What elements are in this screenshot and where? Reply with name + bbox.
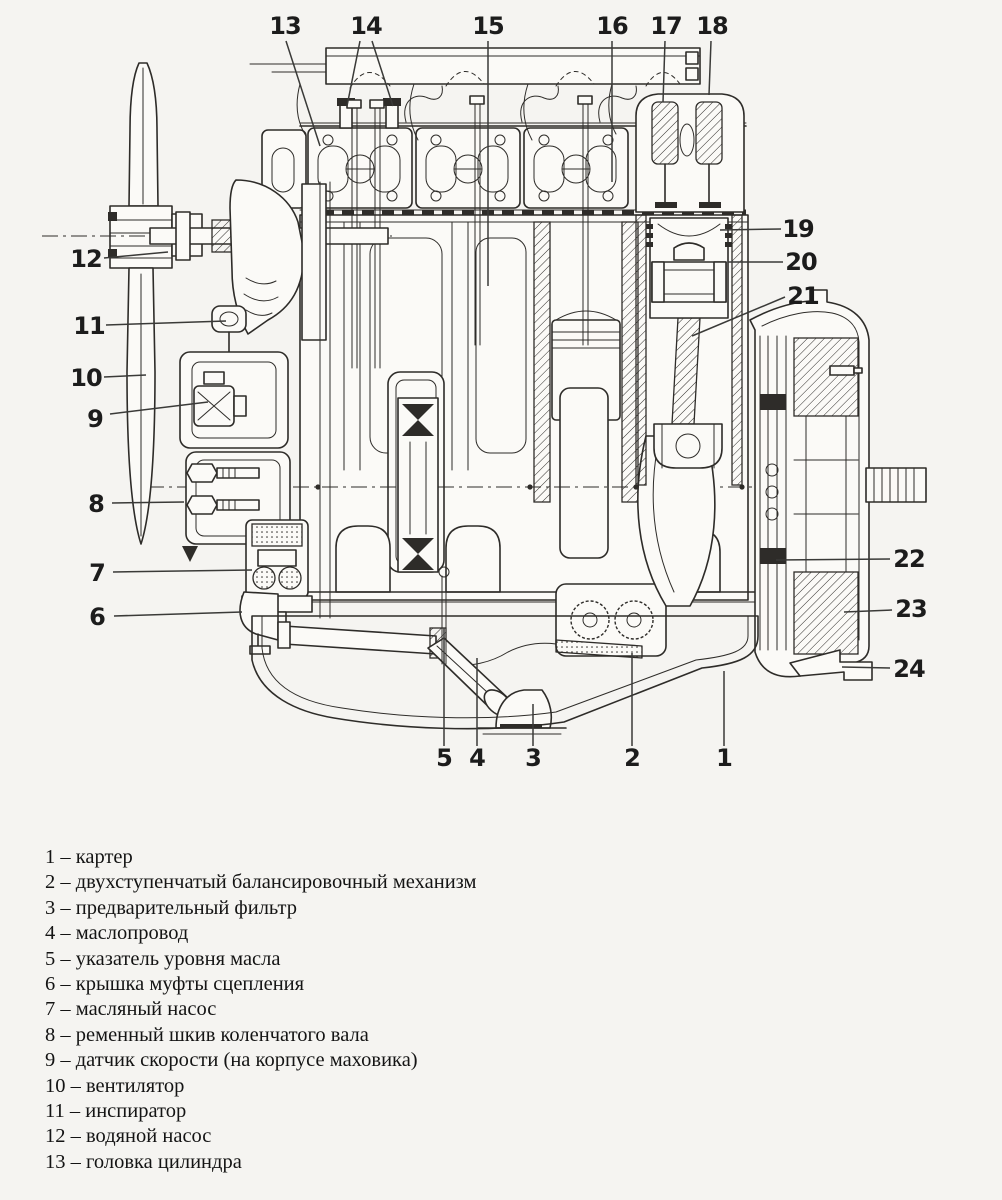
callout-3: 3 [525, 704, 542, 772]
callout-leader-line [113, 611, 243, 617]
callout-18: 18 [696, 12, 729, 96]
inspirator [211, 305, 247, 355]
pre-filter [427, 637, 567, 735]
callout-leader-line [708, 40, 712, 96]
callout-number: 24 [893, 655, 925, 683]
callout-number: 6 [89, 603, 105, 631]
callout-leader-line [662, 40, 666, 103]
callout-19: 19 [719, 215, 815, 243]
legend-item-6: 6 – крышка муфты сцепления [45, 972, 305, 995]
callout-number: 2 [624, 744, 640, 772]
legend-item-5: 5 – указатель уровня масла [45, 947, 281, 970]
callout-5: 5 [436, 628, 453, 772]
callout-11: 11 [73, 312, 227, 340]
legend: 1 – картер 2 – двухступенчатый балансиров… [45, 845, 476, 1175]
callout-8: 8 [88, 490, 185, 518]
flywheel-housing [749, 289, 927, 681]
callout-number: 17 [650, 12, 681, 40]
legend-item-9: 9 – датчик скорости (на корпусе маховика… [45, 1049, 418, 1072]
callout-number: 23 [895, 595, 926, 623]
clutch-cover [239, 591, 279, 655]
callout-number: 19 [782, 215, 814, 243]
callout-4: 4 [469, 658, 486, 772]
oil-pan [251, 615, 759, 730]
callout-number: 14 [350, 12, 382, 40]
callout-leader-line [843, 609, 893, 613]
callout-number: 21 [787, 282, 819, 310]
callout-leader-line [691, 296, 786, 337]
callout-leader-line [719, 228, 782, 231]
callout-number: 8 [88, 490, 104, 518]
dipstick [438, 566, 450, 665]
callout-7: 7 [89, 559, 253, 587]
callout-number: 5 [436, 744, 452, 772]
callout-leader-line [109, 401, 209, 415]
callout-number: 13 [269, 12, 300, 40]
callout-number: 9 [87, 405, 103, 433]
callout-16: 16 [596, 12, 629, 182]
legend-item-7: 7 – масляный насос [45, 998, 217, 1021]
callout-leader-line [105, 320, 227, 326]
callout-22: 22 [775, 545, 926, 573]
callout-number: 16 [596, 12, 628, 40]
callout-number: 15 [472, 12, 504, 40]
legend-item-13: 13 – головка цилиндра [45, 1150, 242, 1173]
legend-item-10: 10 – вентилятор [45, 1074, 185, 1097]
callout-leader-line [103, 251, 169, 259]
cylinder-heads [261, 93, 747, 213]
water-pump [42, 179, 392, 619]
callout-13: 13 [269, 12, 321, 147]
callout-number: 22 [893, 545, 924, 573]
callout-24: 24 [841, 655, 926, 683]
piston [635, 214, 743, 486]
callout-1: 1 [716, 671, 733, 772]
callout-leader-line [285, 40, 321, 147]
callout-leader-line [111, 501, 185, 504]
callout-number: 18 [696, 12, 728, 40]
callout-leader-line [112, 569, 253, 573]
callout-leader-line [841, 666, 891, 669]
right-cylinder-head [635, 93, 745, 213]
callout-21: 21 [691, 282, 820, 337]
legend-item-11: 11 – инспиратор [45, 1099, 187, 1122]
callout-number: 4 [469, 744, 485, 772]
callout-leader-line [103, 374, 147, 378]
callout-number: 7 [89, 559, 105, 587]
speed-sensor [179, 351, 289, 449]
callout-9: 9 [87, 401, 209, 433]
callout-number: 20 [785, 248, 817, 276]
crankshaft-belt-pulley [182, 397, 439, 573]
callout-number: 1 [716, 744, 732, 772]
callout-number: 11 [73, 312, 105, 340]
callout-15: 15 [472, 12, 505, 286]
connecting-rod [637, 317, 723, 607]
callout-17: 17 [650, 12, 683, 103]
callout-2: 2 [624, 653, 641, 772]
clutch-shaft [865, 467, 927, 503]
callout-leader-line [346, 40, 361, 107]
callout-number: 3 [525, 744, 541, 772]
legend-item-3: 3 – предварительный фильтр [45, 896, 297, 919]
callout-leader-line [371, 40, 394, 107]
valve-cover-rail [249, 47, 701, 85]
callout-leader-line [775, 558, 891, 561]
callout-number: 12 [70, 245, 101, 273]
legend-item-2: 2 – двухступенчатый балансировочный меха… [45, 871, 477, 894]
balancer-mechanism [555, 583, 667, 657]
callout-10: 10 [70, 364, 147, 392]
callout-6: 6 [89, 603, 243, 631]
callout-20: 20 [728, 248, 818, 276]
callout-14: 14 [346, 12, 394, 107]
callout-12: 12 [70, 245, 169, 273]
callout-number: 10 [70, 364, 102, 392]
legend-item-1: 1 – картер [45, 846, 133, 868]
legend-item-4: 4 – маслопровод [45, 922, 189, 945]
callout-23: 23 [843, 595, 928, 623]
legend-item-8: 8 – ременный шкив коленчатого вала [45, 1023, 369, 1046]
legend-item-12: 12 – водяной насос [45, 1125, 212, 1148]
